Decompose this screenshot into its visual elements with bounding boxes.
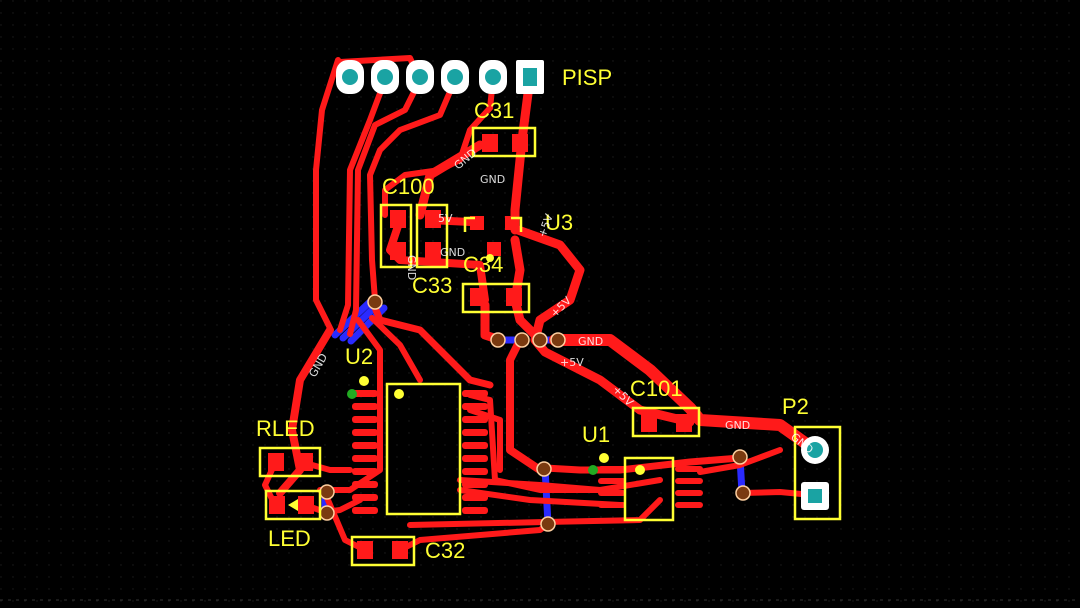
net-label-gnd-3: GND [440,246,465,259]
p2-connector-pads [801,436,829,510]
u1-pads [598,466,703,508]
u2-pads [352,390,488,514]
net-label-gnd-2: GND [725,419,750,432]
net-label-5v-1: 5V [438,212,453,225]
vias [319,294,751,532]
u1-designator: U1 [582,422,610,447]
net-label-gnd-5: GND [405,255,418,280]
c31-designator: C31 [474,98,514,123]
c33-designator: C33 [412,273,452,298]
net-label-gnd-1: GND [578,335,603,348]
pisp-header-pads [336,60,544,94]
rled-designator: RLED [256,416,315,441]
u3-designator: U3 [545,210,573,235]
c101-designator: C101 [630,376,683,401]
pads [268,134,703,559]
net-label-vcc-1: +5V [560,356,584,369]
net-label-gnd-4: GND [480,173,505,186]
pin1-markers [347,254,645,475]
c32-designator: C32 [425,538,465,563]
p2-designator: P2 [782,394,809,419]
u2-designator: U2 [345,344,373,369]
silkscreen-outlines [258,126,842,567]
c100-designator: C100 [382,174,435,199]
pisp-designator: PISP [562,65,612,90]
c34-designator: C34 [463,252,503,277]
led-designator: LED [268,526,311,551]
